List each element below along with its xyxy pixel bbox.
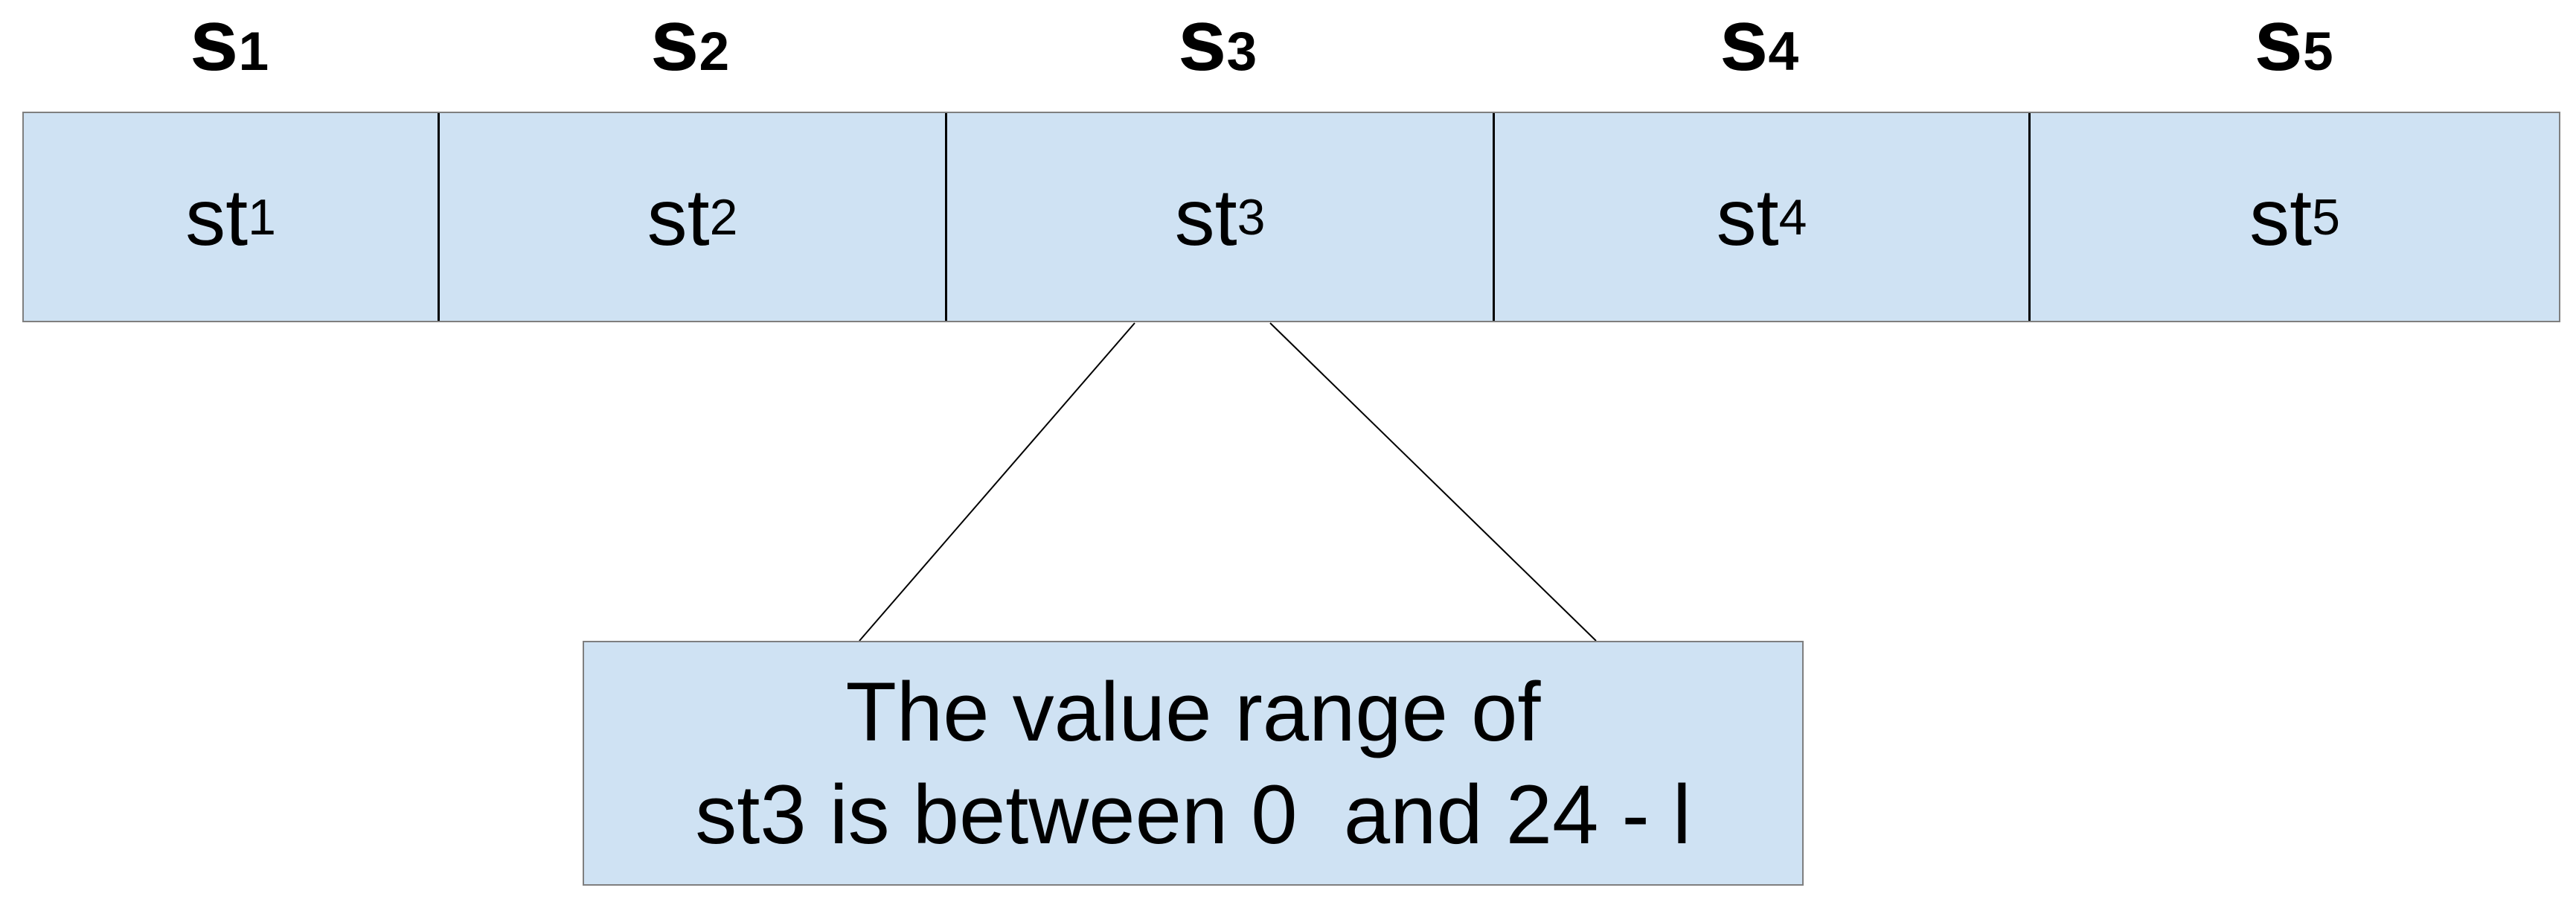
segment-label-base: s [650, 0, 699, 89]
callout-text-line1: The value range of [845, 665, 1541, 758]
callout-connector-right-line [1269, 322, 1597, 642]
segment-label-subscript: 3 [1226, 21, 1257, 82]
cell-label-subscript: 4 [1778, 188, 1807, 246]
cell-label-base: st [185, 172, 249, 262]
cell-label-base: st [647, 172, 710, 262]
cell-label-base: st [2249, 172, 2313, 262]
cell-label-subscript: 1 [248, 188, 276, 246]
segment-label-s3: s3 [943, 0, 1491, 84]
callout-box: The value range of st3 is between 0 and … [583, 641, 1804, 886]
segment-label-base: s [189, 0, 239, 89]
segment-label-subscript: 2 [699, 21, 730, 82]
cell-label-base: st [1174, 172, 1237, 262]
segment-label-s1: s1 [22, 0, 436, 84]
segment-label-base: s [1177, 0, 1227, 89]
cell-label-subscript: 5 [2312, 188, 2340, 246]
segment-label-subscript: 5 [2302, 21, 2333, 82]
cell-label-subscript: 2 [709, 188, 738, 246]
segment-label-base: s [2254, 0, 2303, 89]
segment-label-s4: s4 [1491, 0, 2027, 84]
segment-label-s5: s5 [2027, 0, 2560, 84]
segment-label-subscript: 4 [1768, 21, 1799, 82]
callout-text-line2: st3 is between 0 and 24 - l [695, 767, 1691, 861]
cell-label-subscript: 3 [1237, 188, 1266, 246]
segment-label-s2: s2 [436, 0, 943, 84]
segment-label-base: s [1719, 0, 1769, 89]
callout-connector-left-line [859, 322, 1135, 642]
segment-label-subscript: 1 [238, 21, 269, 82]
cell-label-base: st [1716, 172, 1779, 262]
